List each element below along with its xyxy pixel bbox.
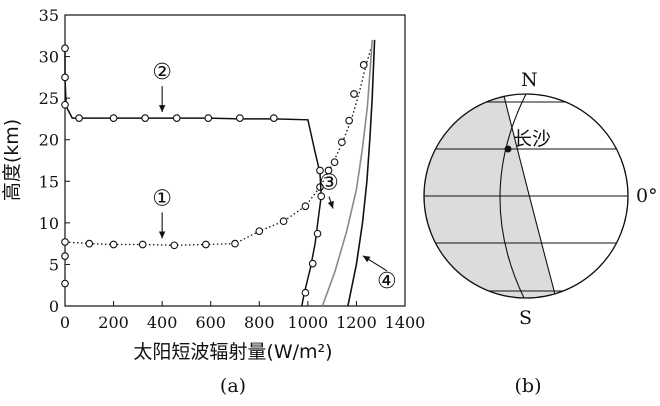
y-tick-label: 30	[39, 48, 59, 67]
axis-marker	[61, 252, 69, 260]
series-1-marker	[345, 116, 353, 125]
x-tick-label: 600	[195, 313, 226, 332]
annotation-arrowhead-2	[158, 105, 166, 113]
y-tick-label: 25	[39, 89, 59, 108]
south-label: S	[519, 307, 532, 329]
changsha-label: 长沙	[513, 128, 551, 150]
series-label-3: ③	[319, 171, 339, 196]
series-line-2	[64, 48, 322, 307]
series-2-marker	[301, 288, 310, 297]
series-2-marker	[172, 114, 181, 122]
changsha-point	[504, 145, 512, 153]
y-ticks: 0 5 10 15 20 25 30 35	[39, 6, 70, 316]
x-tick-label: 1400	[385, 313, 426, 332]
x-tick-label: 1000	[287, 313, 328, 332]
series-1-marker	[279, 217, 288, 226]
y-axis-label: 高度(km)	[1, 119, 23, 201]
series-1-marker	[231, 239, 239, 248]
globe-diagram: 长沙 N S 0° (b)	[423, 69, 658, 397]
series-label-4: ④	[377, 269, 397, 294]
x-axis-label: 太阳短波辐射量(W/m²)	[133, 341, 332, 363]
y-tick-label: 20	[39, 131, 59, 150]
terminator-line	[503, 95, 557, 298]
globe-outline	[423, 93, 629, 299]
series-2-marker	[204, 114, 213, 122]
series-2-marker	[236, 114, 244, 122]
series-1-marker	[109, 240, 118, 249]
series-2-marker	[61, 73, 69, 82]
night-side-shading	[424, 96, 556, 298]
y-tick-label: 35	[39, 6, 59, 25]
series-label-2: ②	[152, 60, 172, 85]
x-tick-label: 1200	[336, 313, 377, 332]
y-tick-label: 10	[39, 214, 59, 233]
series-2-marker	[308, 259, 317, 268]
series-1-marker	[202, 240, 210, 249]
equator-label: 0°	[636, 185, 658, 207]
series-2-marker	[270, 114, 278, 122]
series-1-marker	[359, 61, 368, 69]
series-1-marker	[85, 239, 94, 248]
x-tick-label: 200	[98, 313, 129, 332]
series-1-marker	[350, 90, 358, 98]
series-2-marker	[313, 229, 322, 238]
series-2-marker	[316, 166, 324, 175]
series-line-1	[64, 43, 373, 246]
series-group: ① ② ③ ④	[61, 39, 397, 307]
series-line-3	[321, 39, 373, 307]
panel-b-label: (b)	[515, 375, 542, 397]
x-tick-label: 400	[147, 313, 178, 332]
series-2-marker	[109, 114, 118, 122]
series-2-marker	[75, 114, 83, 122]
series-1-marker	[324, 166, 333, 175]
x-tick-label: 800	[244, 313, 275, 332]
panel-a-label: (a)	[220, 375, 246, 397]
series-1-marker	[338, 138, 346, 147]
axis-marker	[61, 279, 69, 288]
series-1-marker	[255, 227, 264, 236]
y-tick-label: 5	[49, 255, 59, 274]
series-1-marker	[330, 158, 339, 167]
annotation-arrowhead-1	[158, 231, 166, 239]
series-1-marker	[138, 240, 147, 249]
series-line-4	[347, 39, 376, 307]
y-tick-label: 0	[49, 297, 59, 316]
series-1-marker	[301, 202, 310, 211]
series-2-marker	[317, 192, 326, 201]
series-2-marker	[141, 114, 149, 122]
plot-frame	[64, 14, 406, 307]
series-2-marker	[61, 44, 69, 53]
north-label: N	[521, 69, 538, 91]
x-ticks: 0 200 400 600 800 1000 1200 1400	[60, 301, 425, 332]
series-1-marker	[61, 238, 69, 246]
y-tick-label: 15	[39, 172, 59, 191]
annotation-arrowhead-3	[327, 200, 334, 209]
meridian-line	[499, 94, 527, 298]
x-tick-label: 0	[60, 313, 70, 332]
radiation-chart: 0 200 400 600 800 1000 1200 1400 0 5 10 15 20 25 30 35…	[1, 6, 425, 397]
series-label-1: ①	[152, 186, 172, 211]
series-1-marker	[170, 241, 179, 250]
series-2-marker	[61, 100, 69, 109]
annotation-arrowhead-4	[362, 255, 371, 263]
